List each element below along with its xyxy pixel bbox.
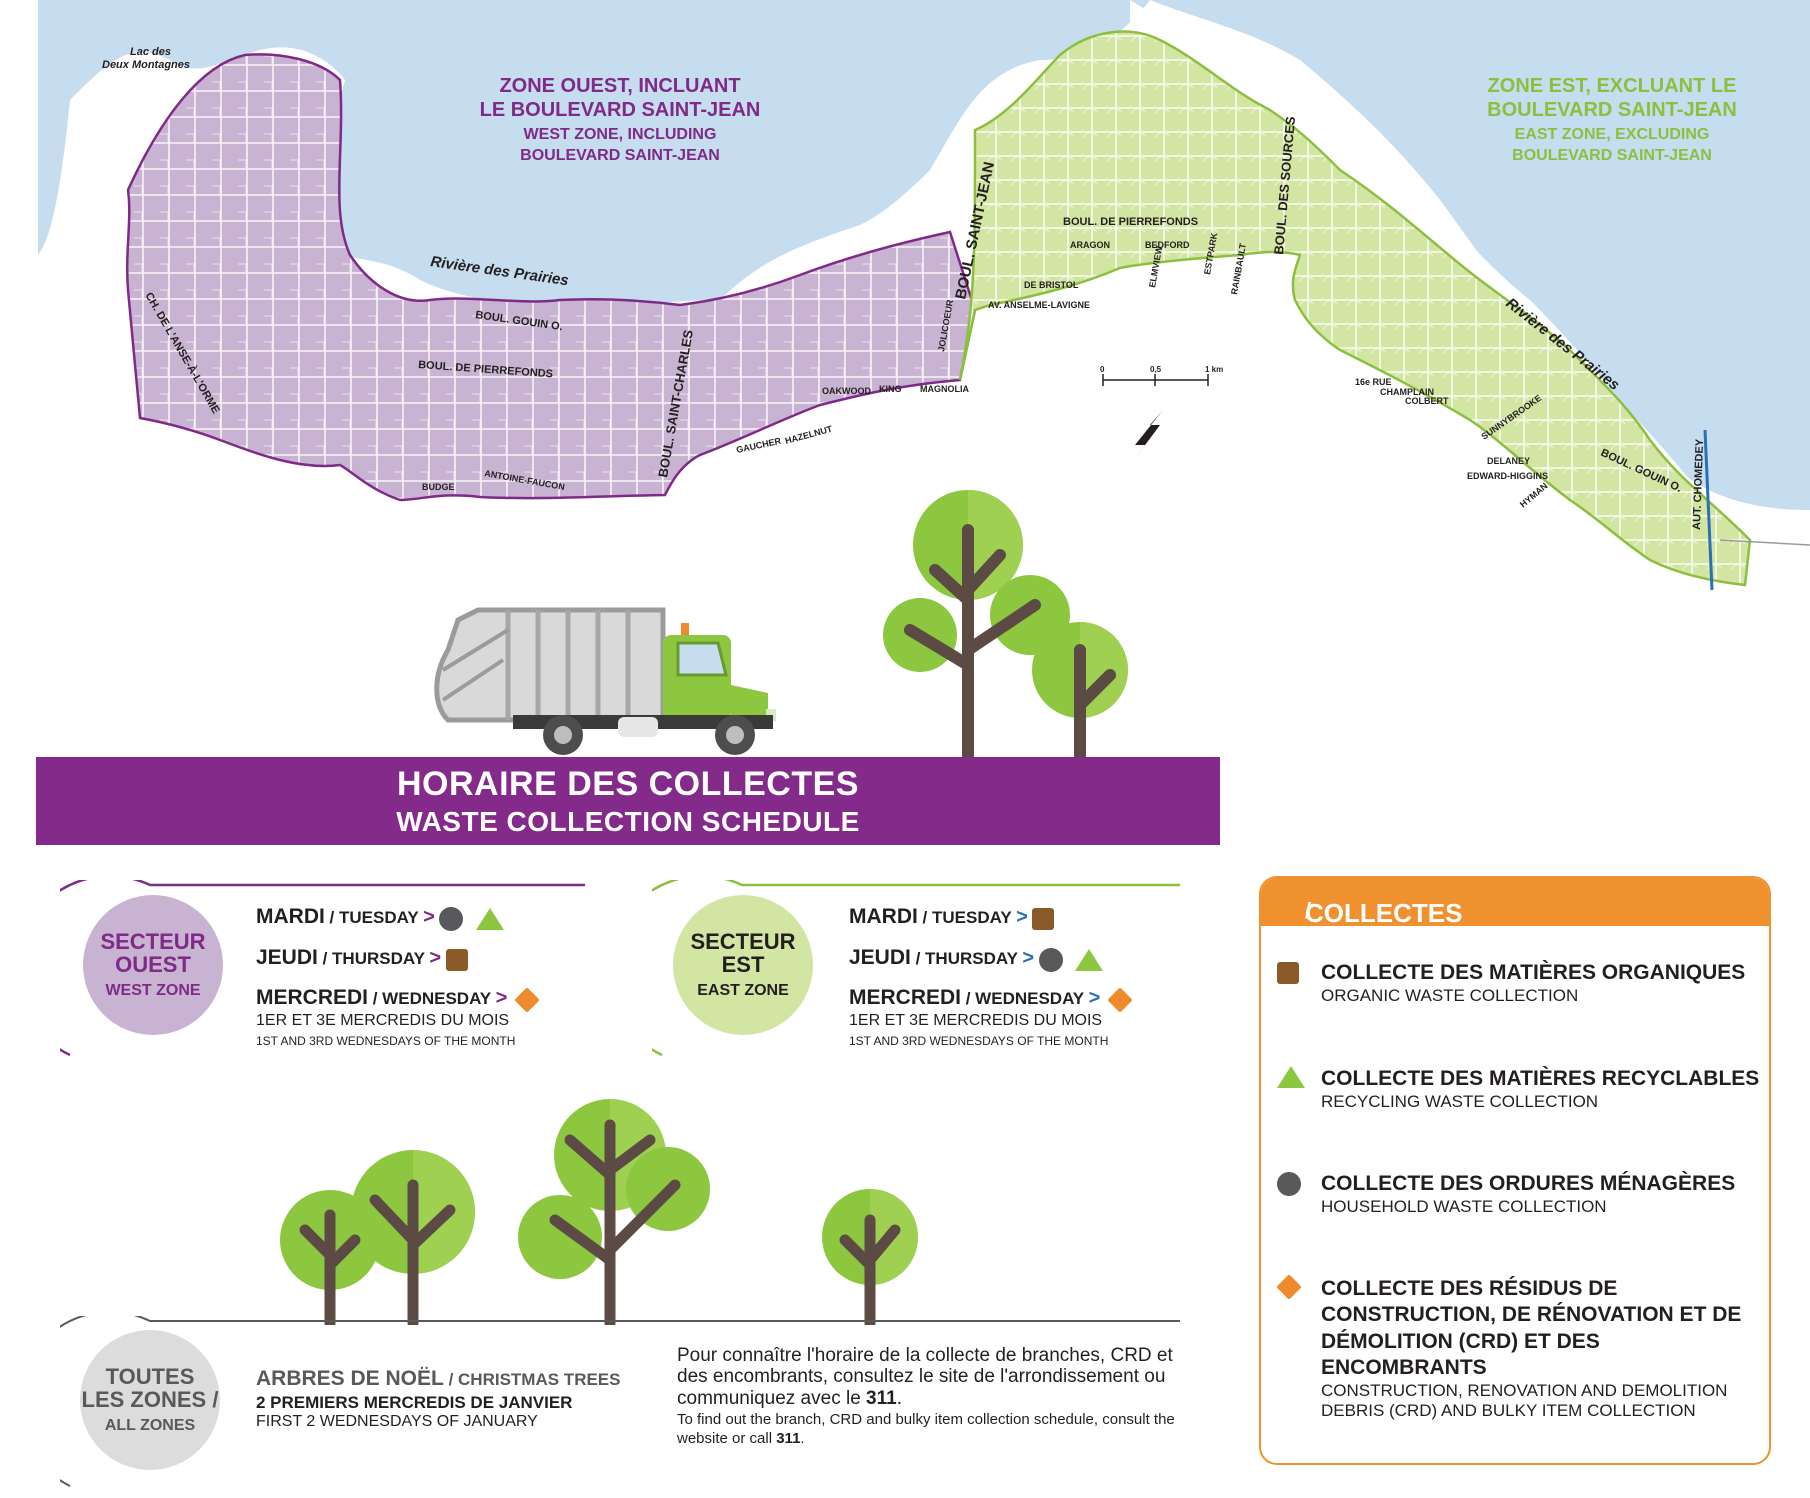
all-zones-label-1: TOUTES — [105, 1363, 195, 1389]
street-hazelnut: HAZELNUT — [784, 424, 834, 446]
all-zones-label-2: LES ZONES / — [81, 1387, 219, 1412]
recycling-icon — [1277, 1066, 1305, 1088]
lake-label-2: Deux Montagnes — [102, 59, 190, 71]
info-text-fr: Pour connaître l'horaire de la collecte … — [677, 1345, 1173, 1409]
street-pierrefonds-e: BOUL. DE PIERREFONDS — [1063, 216, 1198, 228]
collection-legend: COLLECTES / COLLECTION COLLECTE DES MATI… — [1259, 876, 1771, 1465]
water-body-east — [1150, 0, 1810, 520]
east-zone-title-fr-1: ZONE EST, EXCLUANT LE — [1487, 75, 1737, 97]
west-sector-circle: SECTEUR OUEST WEST ZONE — [83, 895, 223, 1035]
svg-text:1 km: 1 km — [1205, 365, 1223, 374]
street-bristol: DE BRISTOL — [1024, 280, 1079, 290]
street-16e-rue: 16e RUE — [1355, 377, 1392, 387]
legend-title-en: / COLLECTION — [1305, 898, 1448, 949]
organic-icon — [445, 948, 468, 971]
recycling-icon — [475, 907, 504, 930]
east-sector-label-en: EAST ZONE — [697, 982, 789, 1000]
east-zone-title-fr-2: BOULEVARD SAINT-JEAN — [1487, 99, 1737, 122]
organic-icon — [1277, 962, 1299, 984]
street-champlain: CHAMPLAIN — [1380, 387, 1434, 397]
east-zone-title: ZONE EST, EXCLUANT LE BOULEVARD SAINT-JE… — [1432, 74, 1792, 166]
zone-map: Lac des Deux Montagnes Rivière des Prair… — [38, 0, 1810, 600]
west-row-tuesday: MARDI / TUESDAY > — [256, 905, 504, 931]
east-zone-title-en-2: BOULEVARD SAINT-JEAN — [1512, 147, 1712, 165]
west-sector-label-1: SECTEUR — [100, 928, 206, 954]
all-zones-label-en: ALL ZONES — [104, 1417, 196, 1435]
household-icon — [1277, 1172, 1301, 1196]
street-magnolia: MAGNOLIA — [920, 384, 969, 394]
west-note-en: 1ST AND 3RD WEDNESDAYS OF THE MONTH — [256, 1034, 516, 1048]
west-note-fr: 1ER ET 3E MERCREDIS DU MOIS — [256, 1012, 510, 1029]
street-chomedey: AUT. CHOMEDEY — [1691, 438, 1706, 530]
banner-title-en: WASTE COLLECTION SCHEDULE — [396, 806, 860, 837]
household-icon — [439, 906, 464, 931]
info-paragraph: Pour connaître l'horaire de la collecte … — [677, 1345, 1177, 1449]
legend-header: COLLECTES / COLLECTION — [1261, 878, 1769, 949]
east-row-wednesday: MERCREDI / WEDNESDAY > — [849, 986, 1133, 1013]
north-arrow-icon — [1134, 410, 1163, 460]
christmas-trees-line-en: FIRST 2 WEDNESDAYS OF JANUARY — [256, 1413, 538, 1430]
east-sector-circle: SECTEUR EST EAST ZONE — [673, 895, 813, 1035]
christmas-trees-title: ARBRES DE NOËL / CHRISTMAS TREES — [256, 1367, 621, 1390]
west-sector-label-2: OUEST — [115, 952, 191, 977]
legend-item-recycling: COLLECTE DES MATIÈRES RECYCLABLES RECYCL… — [1321, 1067, 1760, 1112]
legend-item-crd: COLLECTE DES RÉSIDUS DE CONSTRUCTION, DE… — [1321, 1277, 1742, 1421]
scale-bar: 0 0,5 1 km — [1100, 365, 1223, 386]
street-bedford: BEDFORD — [1145, 240, 1190, 250]
christmas-trees-line-fr: 2 PREMIERS MERCREDIS DE JANVIER — [256, 1393, 573, 1412]
west-zone-title: ZONE OUEST, INCLUANT LE BOULEVARD SAINT-… — [440, 74, 800, 166]
west-zone-title-fr-1: ZONE OUEST, INCLUANT — [499, 75, 741, 97]
street-king: KING — [879, 384, 902, 394]
west-zone-title-en-2: BOULEVARD SAINT-JEAN — [520, 147, 720, 165]
east-row-tuesday: MARDI / TUESDAY > — [849, 905, 1055, 930]
street-aragon: ARAGON — [1070, 240, 1110, 250]
street-budge: BUDGE — [422, 482, 455, 492]
trees-illustration-top — [883, 490, 1128, 760]
east-sector-label-1: SECTEUR — [690, 928, 796, 954]
svg-text:0,5: 0,5 — [1150, 365, 1162, 374]
east-note-en: 1ST AND 3RD WEDNESDAYS OF THE MONTH — [849, 1034, 1109, 1048]
west-zone-area — [125, 53, 977, 502]
street-colbert: COLBERT — [1405, 396, 1449, 406]
west-row-wednesday: MERCREDI / WEDNESDAY > — [256, 986, 540, 1013]
street-edward: EDWARD-HIGGINS — [1467, 471, 1548, 481]
west-zone-title-fr-2: LE BOULEVARD SAINT-JEAN — [479, 99, 761, 122]
east-zone-area — [958, 30, 1752, 587]
water-body — [38, 0, 1150, 309]
crd-icon — [514, 987, 540, 1013]
legend-item-household: COLLECTE DES ORDURES MÉNAGÈRES HOUSEHOLD… — [1321, 1172, 1736, 1217]
street-delaney: DELANEY — [1487, 456, 1530, 466]
info-text-en: To find out the branch, CRD and bulky it… — [677, 1411, 1175, 1448]
garbage-truck-illustration — [434, 607, 776, 755]
street-anselme: AV. ANSELME-LAVIGNE — [988, 300, 1090, 310]
street-oakwood: OAKWOOD — [822, 386, 871, 396]
east-note-fr: 1ER ET 3E MERCREDIS DU MOIS — [849, 1012, 1103, 1029]
schedule-banner: HORAIRE DES COLLECTES WASTE COLLECTION S… — [36, 757, 1220, 845]
west-zone-title-en-1: WEST ZONE, INCLUDING — [523, 125, 717, 143]
trees-illustration-bottom — [280, 1099, 918, 1325]
recycling-icon — [1074, 948, 1103, 971]
west-sector-label-en: WEST ZONE — [105, 982, 201, 1000]
organic-icon — [1032, 907, 1055, 930]
crd-icon — [1276, 1274, 1302, 1300]
east-row-thursday: JEUDI / THURSDAY > — [849, 946, 1103, 972]
lake-label: Lac des — [130, 46, 171, 58]
legend-title-fr: COLLECTES — [1305, 898, 1463, 928]
east-zone-title-en-1: EAST ZONE, EXCLUDING — [1514, 125, 1710, 143]
east-sector-label-2: EST — [721, 952, 765, 977]
west-row-thursday: JEUDI / THURSDAY > — [256, 946, 468, 971]
legend-item-organic: COLLECTE DES MATIÈRES ORGANIQUES ORGANIC… — [1321, 961, 1746, 1006]
household-icon — [1038, 947, 1063, 972]
banner-title-fr: HORAIRE DES COLLECTES — [397, 765, 859, 803]
all-zones-circle: TOUTES LES ZONES / ALL ZONES — [80, 1330, 220, 1470]
svg-text:0: 0 — [1100, 365, 1105, 374]
crd-icon — [1107, 987, 1133, 1013]
